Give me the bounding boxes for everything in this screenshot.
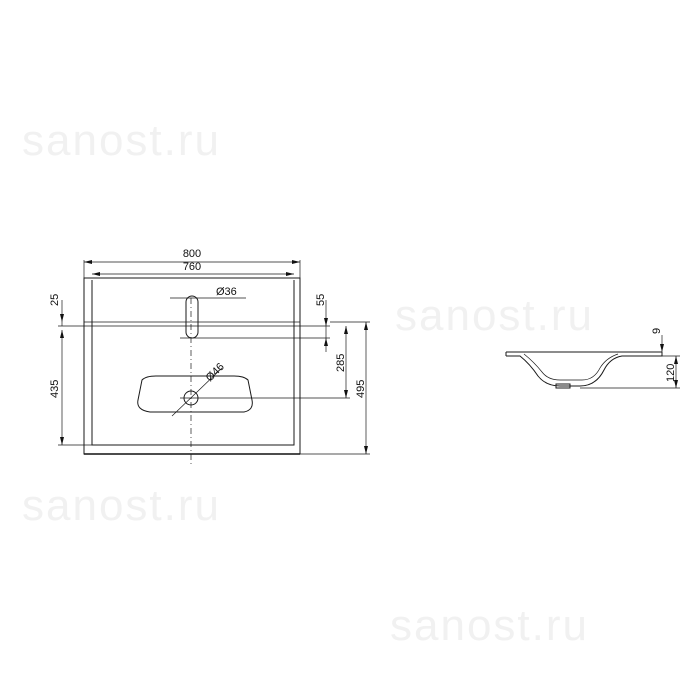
- watermark-3: sanost.ru: [22, 481, 221, 530]
- dim-800-label: 800: [183, 248, 201, 260]
- dim-285-arrow-bottom: [344, 390, 348, 398]
- watermark-group: sanost.ru sanost.ru sanost.ru sanost.ru: [22, 116, 594, 650]
- basin-inner-outline: [91, 280, 295, 446]
- dim-55-arrow-top: [324, 318, 328, 326]
- dim-55-arrow-bottom: [324, 338, 328, 346]
- watermark-1: sanost.ru: [22, 116, 221, 165]
- side-view: 9 120: [505, 328, 680, 389]
- basin-outer-outline: [83, 277, 301, 455]
- dim-435-label: 435: [49, 380, 61, 398]
- drain-dia-leader: [171, 367, 223, 417]
- dim-495-arrow-top: [364, 322, 368, 330]
- dim-120-arrow-bottom: [674, 380, 678, 388]
- watermark-4: sanost.ru: [390, 601, 589, 650]
- side-drain: [555, 383, 571, 389]
- dim-435-arrow-top: [60, 330, 64, 338]
- dim-760-arrow-right: [286, 272, 294, 276]
- dim-495-label: 495: [355, 380, 367, 398]
- dim-760-arrow-left: [92, 272, 100, 276]
- dim-25-label: 25: [49, 294, 61, 306]
- dim-285-label: 285: [335, 354, 347, 372]
- side-inner-profile: [523, 353, 619, 381]
- dim-120-label: 120: [665, 364, 677, 382]
- dim-tap-diameter-label: Ø36: [216, 286, 237, 298]
- dim-25-arrow: [60, 314, 64, 322]
- dim-55-label: 55: [315, 294, 327, 306]
- bowl-outline: [137, 375, 253, 413]
- dim-9-label: 9: [651, 328, 663, 334]
- dim-435-arrow-bottom: [60, 437, 64, 445]
- tap-hole: [185, 295, 199, 339]
- dim-800-arrow-left: [84, 260, 92, 264]
- top-view: 800 760 Ø36 Ø46 25 435 55 285: [49, 248, 370, 466]
- dim-9-arrow: [660, 344, 664, 352]
- watermark-2: sanost.ru: [395, 291, 594, 340]
- dim-120-arrow-top: [674, 356, 678, 364]
- dim-495-arrow-bottom: [364, 446, 368, 454]
- side-outer-profile: [506, 352, 663, 387]
- dim-800-arrow-right: [292, 260, 300, 264]
- dim-285-arrow-top: [344, 326, 348, 334]
- dim-760-label: 760: [183, 261, 201, 273]
- dim-drain-diameter-label: Ø46: [204, 361, 227, 384]
